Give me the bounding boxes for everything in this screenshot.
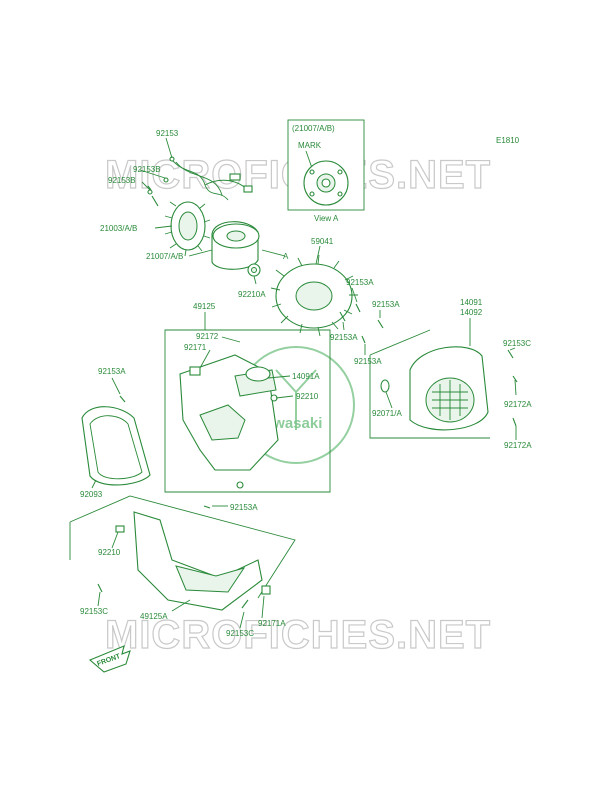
label-92153c-3: 92153C bbox=[226, 629, 254, 638]
watermark-bottom: MICROFICHES.NET bbox=[105, 613, 491, 657]
stator-21003 bbox=[147, 156, 253, 257]
label-21003: 21003/A/B bbox=[100, 224, 137, 233]
label-92153b-b: 92153B bbox=[108, 176, 136, 185]
label-14092: 14092 bbox=[460, 308, 483, 317]
leader-lines bbox=[91, 137, 517, 629]
label-92153a-5: 92153A bbox=[98, 367, 126, 376]
label-92071a: 92071/A bbox=[372, 409, 402, 418]
diagram-code: E1810 bbox=[496, 136, 520, 145]
label-92172-1: 92172 bbox=[196, 332, 219, 341]
view-a-mark: MARK bbox=[298, 141, 322, 150]
label-92210-2: 92210 bbox=[98, 548, 121, 557]
fan-59041 bbox=[270, 254, 358, 337]
label-92093: 92093 bbox=[80, 490, 103, 499]
label-92153: 92153 bbox=[156, 129, 179, 138]
label-21007: 21007/A/B bbox=[146, 252, 183, 261]
label-92153c-1: 92153C bbox=[503, 339, 531, 348]
label-92153a-1: 92153A bbox=[346, 278, 374, 287]
front-arrow-icon: FRONT bbox=[88, 645, 131, 673]
label-14091: 14091 bbox=[460, 298, 483, 307]
fan-cover-14091 bbox=[380, 346, 489, 431]
view-a-inset: (21007/A/B) MARK View A bbox=[287, 119, 365, 223]
label-92172a-2: 92172A bbox=[504, 441, 532, 450]
gasket-92093 bbox=[81, 406, 151, 486]
label-14091a: 14091A bbox=[292, 372, 320, 381]
label-92153a-6: 92153A bbox=[230, 503, 258, 512]
shroud-49125 bbox=[179, 354, 279, 489]
label-92153c-2: 92153C bbox=[80, 607, 108, 616]
label-59041: 59041 bbox=[311, 237, 334, 246]
label-92153a-3: 92153A bbox=[330, 333, 358, 342]
label-92171a: 92171A bbox=[258, 619, 286, 628]
label-92210a: 92210A bbox=[238, 290, 266, 299]
label-49125a: 49125A bbox=[140, 612, 168, 621]
flywheel-21007 bbox=[211, 221, 261, 277]
label-92172a-1: 92172A bbox=[504, 400, 532, 409]
label-49125: 49125 bbox=[193, 302, 216, 311]
label-92171: 92171 bbox=[184, 343, 207, 352]
view-a-ref: (21007/A/B) bbox=[292, 124, 335, 133]
view-a-arrow: A bbox=[283, 252, 289, 261]
label-92153a-2: 92153A bbox=[372, 300, 400, 309]
lower-shroud-49125A bbox=[69, 495, 296, 611]
view-a-caption: View A bbox=[314, 214, 339, 223]
bolts bbox=[97, 185, 518, 609]
label-92153a-4: 92153A bbox=[354, 357, 382, 366]
label-92153b-a: 92153B bbox=[133, 165, 161, 174]
label-92210-1: 92210 bbox=[296, 392, 319, 401]
